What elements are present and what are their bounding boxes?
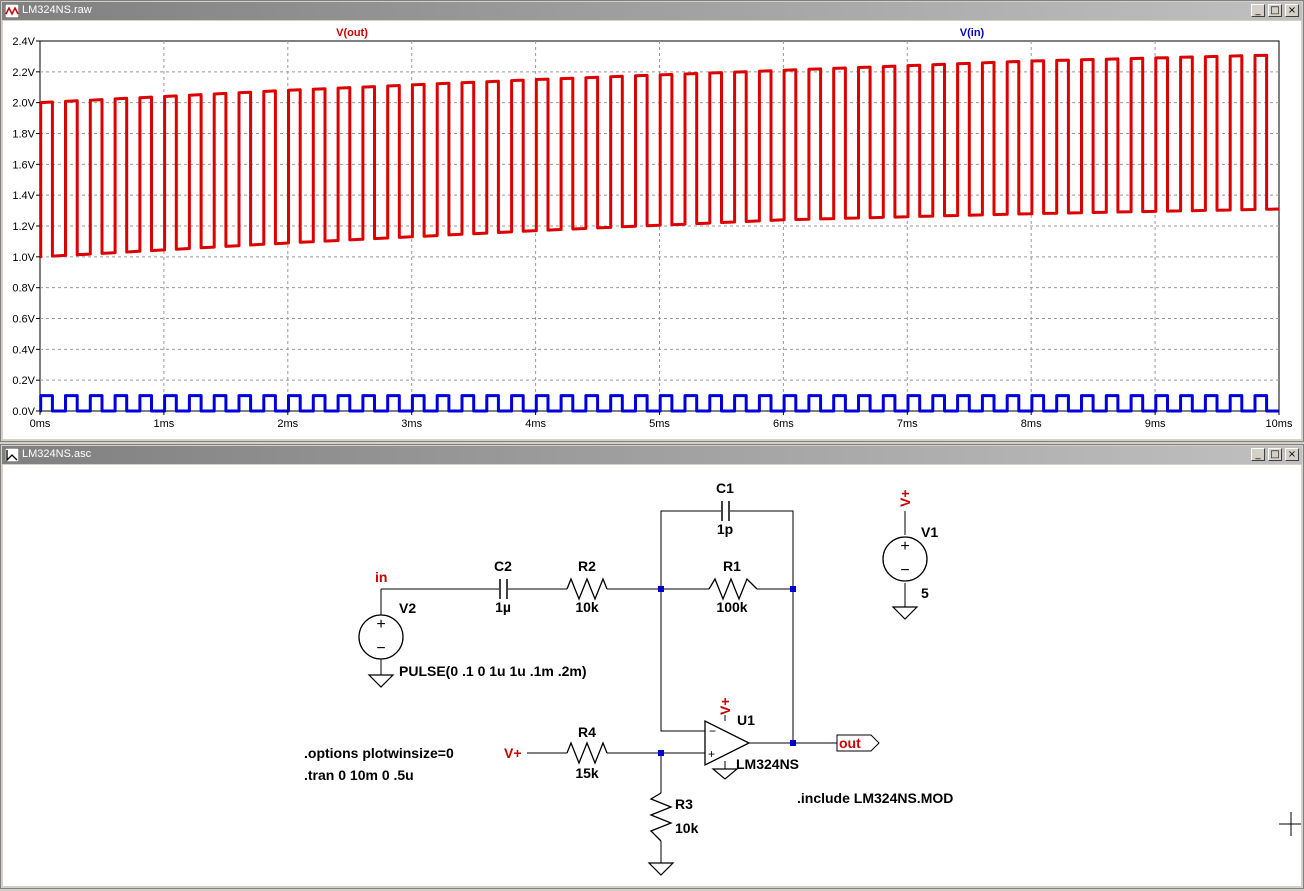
net-label-out-flag[interactable]: out xyxy=(836,734,880,752)
maximize-button[interactable]: □ xyxy=(1268,448,1282,461)
opamp-u1[interactable]: − + U1 LM324NS xyxy=(704,712,799,772)
directive-tran[interactable]: .tran 0 10m 0 .5u xyxy=(304,767,414,783)
schematic-titlebar[interactable]: LM324NS.asc _ □ × xyxy=(2,446,1302,464)
y-tick-label: 0.0V xyxy=(12,406,35,418)
net-label-out: out xyxy=(839,735,861,751)
svg-text:−: − xyxy=(709,724,716,738)
x-tick-label: 7ms xyxy=(897,418,918,430)
r2-name: R2 xyxy=(578,558,596,574)
c1-value: 1p xyxy=(717,521,733,537)
net-label-vplus-v1[interactable]: V+ xyxy=(897,489,913,507)
x-tick-label: 0ms xyxy=(30,418,51,430)
x-tick-label: 5ms xyxy=(649,418,670,430)
r4-name: R4 xyxy=(578,724,596,740)
waveform-window-title: LM324NS.raw xyxy=(22,4,92,16)
y-tick-label: 2.2V xyxy=(12,67,35,79)
svg-text:−: − xyxy=(900,562,909,579)
resistor-r1[interactable]: R1 100k xyxy=(708,558,758,615)
trace-vout[interactable] xyxy=(39,53,1280,259)
x-tick-label: 10ms xyxy=(1266,418,1293,430)
net-label-vplus-r4[interactable]: V+ xyxy=(504,745,522,761)
trace-label-vout[interactable]: V(out) xyxy=(336,27,368,39)
svg-text:+: + xyxy=(708,747,715,761)
trace-vin[interactable] xyxy=(39,394,1279,413)
x-tick-label: 3ms xyxy=(401,418,422,430)
resistor-r3[interactable]: R3 10k xyxy=(649,792,699,842)
waveform-window[interactable]: LM324NS.raw _ □ × 0.0V 0.2V 0.4V 0.6V 0.8V 1.… xyxy=(0,0,1304,442)
x-tick-label: 2ms xyxy=(277,418,298,430)
u1-name: U1 xyxy=(737,712,755,728)
ground-icon xyxy=(367,674,395,688)
r1-value: 100k xyxy=(716,599,747,615)
r1-name: R1 xyxy=(723,558,741,574)
v2-value: PULSE(0 .1 0 1u 1u .1m .2m) xyxy=(399,663,587,679)
x-tick-label: 4ms xyxy=(525,418,546,430)
y-tick-label: 0.4V xyxy=(12,344,35,356)
junction-dots xyxy=(658,586,796,756)
minimize-button[interactable]: _ xyxy=(1251,4,1265,17)
svg-text:+: + xyxy=(900,538,909,555)
x-axis-ticks: 0ms 1ms 2ms 3ms 4ms 5ms 6ms 7ms 8ms 9ms 10ms xyxy=(30,411,1293,430)
wires xyxy=(380,510,906,863)
schematic-app-icon xyxy=(5,448,19,462)
y-tick-label: 1.8V xyxy=(12,129,35,141)
y-tick-label: 1.6V xyxy=(12,159,35,171)
net-label-in[interactable]: in xyxy=(375,569,387,585)
voltage-source-v1[interactable]: + − V1 5 xyxy=(882,524,938,601)
schematic-canvas-pane[interactable]: C1 1p C2 1µ R2 10k xyxy=(3,465,1303,886)
minimize-button[interactable]: _ xyxy=(1251,448,1265,461)
x-tick-label: 1ms xyxy=(154,418,175,430)
voltage-source-v2[interactable]: + − V2 PULSE(0 .1 0 1u 1u .1m .2m) xyxy=(358,600,587,679)
x-tick-label: 8ms xyxy=(1021,418,1042,430)
x-tick-label: 9ms xyxy=(1145,418,1166,430)
schematic-window-title: LM324NS.asc xyxy=(22,448,92,460)
maximize-button[interactable]: □ xyxy=(1268,4,1282,17)
ground-symbols xyxy=(367,606,919,876)
crosshair-cursor-icon xyxy=(1279,812,1303,836)
schematic-window[interactable]: LM324NS.asc _ □ × xyxy=(0,444,1304,889)
directive-options[interactable]: .options plotwinsize=0 xyxy=(304,745,454,761)
r3-value: 10k xyxy=(675,820,699,836)
r2-value: 10k xyxy=(575,599,599,615)
c2-name: C2 xyxy=(494,558,512,574)
y-tick-label: 0.2V xyxy=(12,375,35,387)
trace-label-vin[interactable]: V(in) xyxy=(960,27,985,39)
schematic-canvas[interactable]: C1 1p C2 1µ R2 10k xyxy=(3,465,1303,886)
r4-value: 15k xyxy=(575,765,599,781)
y-tick-label: 2.0V xyxy=(12,98,35,110)
svg-text:+: + xyxy=(376,616,385,633)
ground-icon xyxy=(891,606,919,620)
net-label-vplus-opamp[interactable]: V+ xyxy=(717,697,733,715)
u1-value: LM324NS xyxy=(736,756,799,772)
y-tick-label: 1.2V xyxy=(12,221,35,233)
ground-icon xyxy=(647,862,675,876)
waveform-plot-pane[interactable]: 0.0V 0.2V 0.4V 0.6V 0.8V 1.0V 1.2V 1.4V 1.6V 1.8V… xyxy=(3,21,1301,439)
resistor-r4[interactable]: R4 15k xyxy=(566,724,608,781)
r3-name: R3 xyxy=(675,796,693,812)
capacitor-c1[interactable]: C1 1p xyxy=(716,480,734,537)
y-tick-label: 1.0V xyxy=(12,252,35,264)
waveform-titlebar[interactable]: LM324NS.raw _ □ × xyxy=(2,2,1302,20)
directive-include[interactable]: .include LM324NS.MOD xyxy=(797,790,953,806)
ground-icon xyxy=(711,768,739,780)
waveform-app-icon xyxy=(5,4,19,18)
y-tick-label: 2.4V xyxy=(12,36,35,48)
capacitor-c2[interactable]: C2 1µ xyxy=(494,558,512,615)
v1-name: V1 xyxy=(921,524,938,540)
y-tick-label: 1.4V xyxy=(12,190,35,202)
svg-text:−: − xyxy=(376,640,385,657)
c1-name: C1 xyxy=(716,480,734,496)
x-tick-label: 6ms xyxy=(773,418,794,430)
v1-value: 5 xyxy=(921,585,929,601)
y-tick-label: 0.8V xyxy=(12,283,35,295)
v2-name: V2 xyxy=(399,600,416,616)
y-tick-label: 0.6V xyxy=(12,314,35,326)
waveform-plot[interactable]: 0.0V 0.2V 0.4V 0.6V 0.8V 1.0V 1.2V 1.4V 1.6V 1.8V… xyxy=(3,21,1301,439)
resistor-r2[interactable]: R2 10k xyxy=(566,558,608,615)
y-axis-ticks: 0.0V 0.2V 0.4V 0.6V 0.8V 1.0V 1.2V 1.4V 1.6V 1.8V… xyxy=(12,36,40,418)
close-button[interactable]: × xyxy=(1285,448,1299,461)
close-button[interactable]: × xyxy=(1285,4,1299,17)
c2-value: 1µ xyxy=(495,599,511,615)
